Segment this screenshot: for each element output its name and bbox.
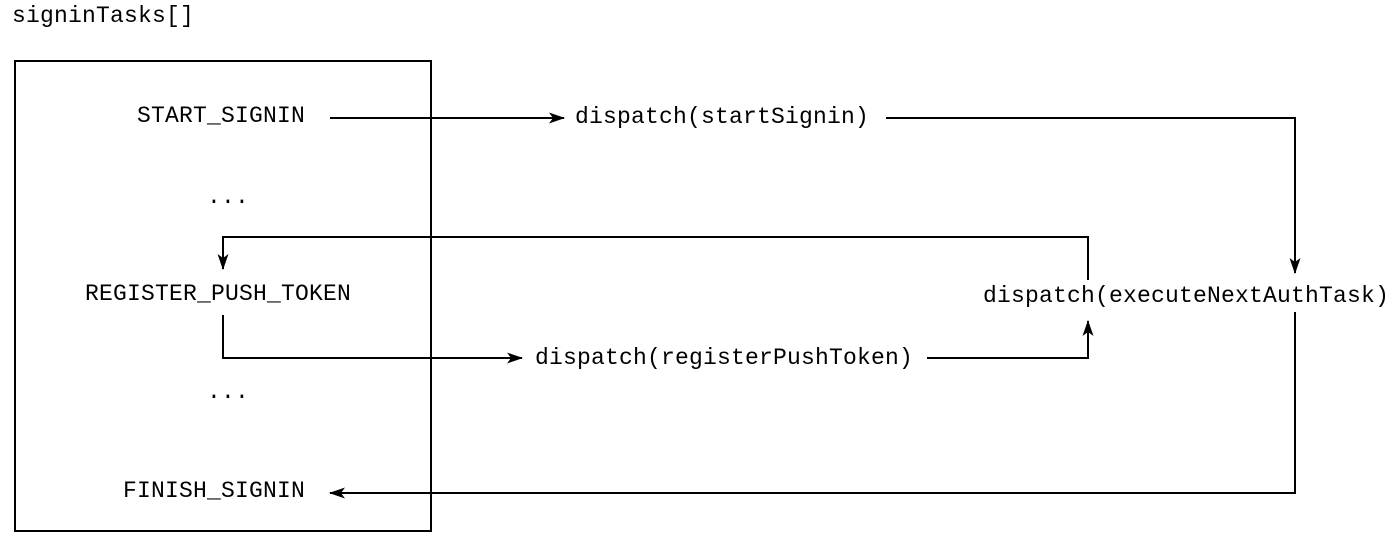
task-ellipsis-1: ... — [207, 184, 250, 211]
task-register-push-token-label: REGISTER_PUSH_TOKEN — [85, 281, 352, 308]
arrow-execute-next-auth-task-to-finish-signin — [329, 312, 1296, 499]
task-finish-signin-label: FINISH_SIGNIN — [123, 478, 306, 505]
dispatch-start-signin-label: dispatch(startSignin) — [575, 104, 870, 131]
dispatch-execute-next-auth-task-label: dispatch(executeNextAuthTask) — [983, 283, 1390, 310]
signin-tasks-box — [14, 60, 432, 532]
diagram-title: signinTasks[] — [12, 3, 195, 30]
arrow-dispatch-startsignin-to-execute-next-auth-task — [886, 117, 1301, 274]
arrow-dispatch-registerpushtoken-to-execute-next-auth-task — [927, 320, 1094, 359]
task-ellipsis-2: ... — [207, 379, 250, 406]
task-start-signin-label: START_SIGNIN — [137, 103, 306, 130]
dispatch-register-push-token-label: dispatch(registerPushToken) — [535, 345, 914, 372]
